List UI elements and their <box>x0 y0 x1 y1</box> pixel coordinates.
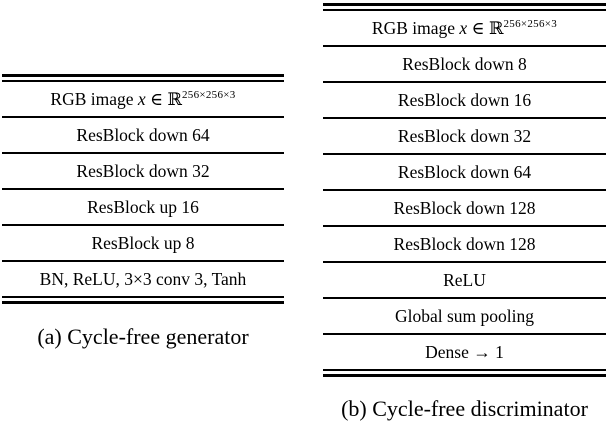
table-row: ResBlock up 16 <box>87 196 199 217</box>
math-superscript: 256×256×3 <box>503 17 558 30</box>
bottom-rule-inner <box>323 369 606 371</box>
bottom-rule <box>2 300 284 304</box>
caption-discriminator: (b) Cycle-free discriminator <box>341 396 588 421</box>
math-variable: x <box>137 88 146 109</box>
discriminator-architecture-table: RGB image x ∈ ℝ256×256×3 ResBlock down 8… <box>323 3 606 377</box>
table-row: ResBlock down 128 <box>393 197 536 218</box>
table-row: ReLU <box>443 269 486 290</box>
table-row: ResBlock down 8 <box>402 53 527 74</box>
row-label: RGB image <box>50 88 138 109</box>
table-row: ResBlock down 32 <box>76 160 210 181</box>
table-row: Global sum pooling <box>394 305 535 326</box>
math-relation: ∈ <box>467 17 489 38</box>
top-rule-inner <box>323 9 606 11</box>
caption-generator: (a) Cycle-free generator <box>37 324 249 349</box>
math-relation: ∈ <box>145 88 168 109</box>
top-rule <box>323 3 606 6</box>
math-set-reals: ℝ <box>167 88 182 109</box>
table-row-input: RGB image x ∈ ℝ256×256×3 <box>2 82 284 117</box>
math-superscript: 256×256×3 <box>181 88 236 101</box>
table-row: ResBlock down 128 <box>393 233 536 254</box>
math-variable: x <box>459 17 468 38</box>
bottom-rule-inner <box>2 296 284 298</box>
table-row-input: RGB image x ∈ ℝ256×256×3 <box>323 11 606 46</box>
table-row: ResBlock down 16 <box>397 89 532 110</box>
top-rule <box>2 74 284 77</box>
table-row: ResBlock down 64 <box>76 124 210 145</box>
table-row: ResBlock down 32 <box>397 125 532 146</box>
table-row: ResBlock up 8 <box>91 232 195 253</box>
generator-architecture-table: RGB image x ∈ ℝ256×256×3 ResBlock down 6… <box>2 74 284 304</box>
table-row: BN, ReLU, 3×3 conv 3, Tanh <box>39 268 247 289</box>
table-row: Dense → 1 <box>425 341 504 362</box>
row-label: RGB image <box>371 17 460 38</box>
top-rule-inner <box>2 80 284 82</box>
bottom-rule <box>323 373 606 377</box>
math-set-reals: ℝ <box>488 17 504 38</box>
table-row: ResBlock down 64 <box>397 161 532 182</box>
